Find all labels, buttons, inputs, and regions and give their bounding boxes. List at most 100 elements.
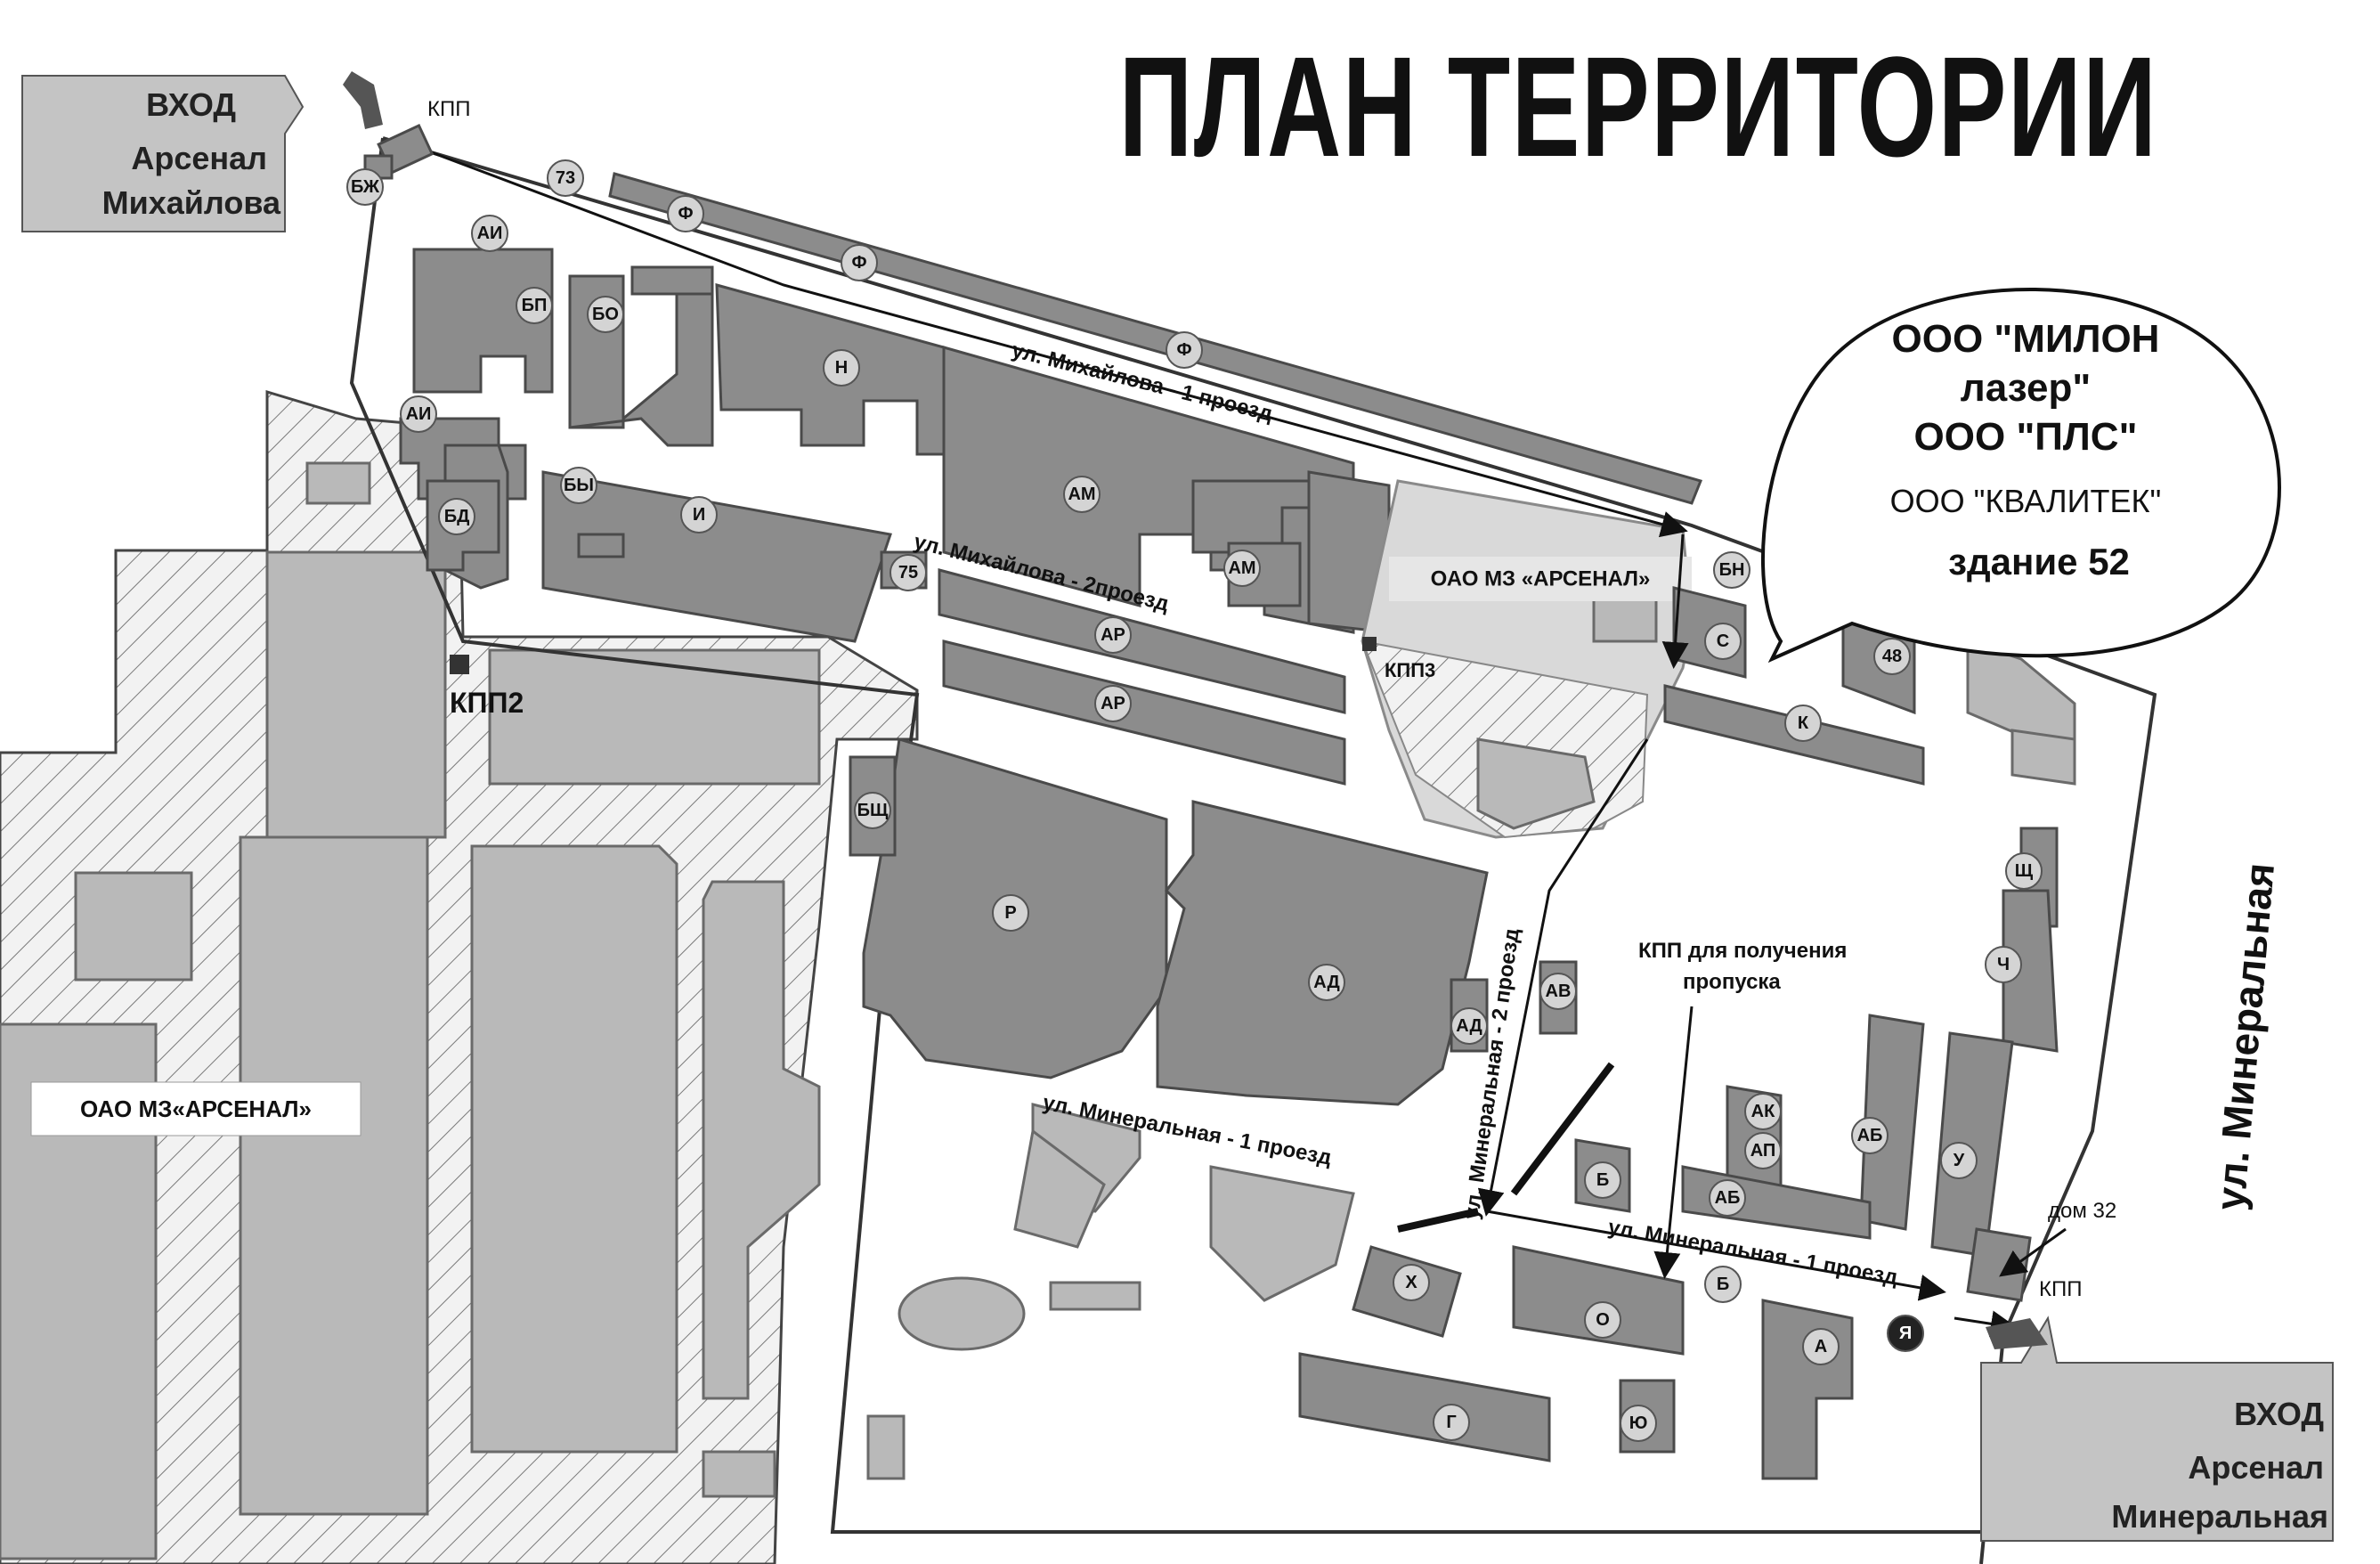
building-label-text: Ю (1629, 1413, 1648, 1433)
page-title: ПЛАН ТЕРРИТОРИИ (1119, 27, 2158, 186)
building-label-text: 73 (556, 168, 575, 188)
kpp-right-label: КПП (2039, 1277, 2082, 1301)
entrance-arrow-icon (343, 71, 383, 129)
building-label-by: БЫ (560, 467, 597, 504)
route-lines (404, 141, 2018, 1338)
building-label-text: Ч (1997, 955, 2010, 974)
building-label-text: 48 (1882, 647, 1902, 666)
building-label-text: АИ (477, 224, 503, 243)
kpp-pass-line1: КПП для получения (1638, 939, 1847, 963)
building-label-ab2: АБ (1709, 1179, 1746, 1217)
building-label-text: И (693, 505, 705, 525)
building-label-u: У (1940, 1142, 1978, 1179)
svg-text:Арсенал: Арсенал (131, 140, 267, 176)
building-label-text: БЫ (564, 476, 594, 495)
building-label-yu: Ю (1620, 1405, 1657, 1442)
building-label-text: К (1798, 713, 1809, 733)
building-label-sch: Щ (2005, 852, 2043, 890)
building-label-f1: Ф (667, 195, 704, 232)
building-label-bsch: БЩ (854, 792, 891, 829)
building-label-f2: Ф (841, 244, 878, 281)
building-label-text: АБ (1715, 1188, 1741, 1208)
building-label-text: О (1596, 1310, 1610, 1330)
building-label-text: Р (1004, 903, 1016, 923)
kpp-top-label: КПП (427, 97, 470, 121)
arsenal-left-label: ОАО МЗ«АРСЕНАЛ» (30, 1081, 361, 1136)
svg-text:КПП2: КПП2 (450, 687, 524, 719)
building-label-text: АД (1313, 973, 1339, 992)
building-label-bd: БД (438, 498, 475, 535)
building-label-text: Г (1446, 1413, 1456, 1432)
building-label-r: Р (992, 894, 1029, 932)
building-label-ak: АК (1744, 1093, 1782, 1130)
building-label-text: АБ (1857, 1126, 1883, 1145)
building-label-b48: 48 (1873, 638, 1911, 675)
building-label-k: К (1784, 705, 1822, 742)
svg-text:ОАО МЗ «АРСЕНАЛ»: ОАО МЗ «АРСЕНАЛ» (1431, 567, 1651, 591)
kpp3: КПП3 (1362, 637, 1435, 681)
building-label-ya: Я (1887, 1315, 1924, 1352)
building-label-av: АВ (1539, 973, 1577, 1010)
building-label-ad1: АД (1308, 964, 1345, 1001)
svg-text:здание 52: здание 52 (1948, 541, 2130, 582)
house-label: дом 32 (2048, 1199, 2116, 1223)
building-label-ap: АП (1744, 1132, 1782, 1169)
building-label-text: АП (1750, 1141, 1776, 1161)
building-label-ai2: АИ (400, 395, 437, 433)
building-label-text: АМ (1068, 485, 1095, 504)
building-label-g: Г (1433, 1404, 1470, 1441)
building-label-bn: БН (1713, 551, 1750, 589)
building-label-f3: Ф (1166, 331, 1203, 369)
building-label-bo: БО (587, 296, 624, 333)
building-label-x: Х (1393, 1264, 1430, 1301)
building-label-text: С (1717, 631, 1729, 651)
svg-text:лазер": лазер" (1961, 366, 2091, 410)
building-label-am2: АМ (1223, 550, 1261, 587)
building-label-b: Б (1584, 1161, 1621, 1199)
building-label-text: Щ (2015, 861, 2034, 881)
building-label-text: Х (1405, 1273, 1417, 1292)
building-label-b75: 75 (889, 554, 927, 591)
building-label-text: Ф (1176, 340, 1191, 360)
building-label-a: А (1802, 1328, 1840, 1365)
entrance-mineralnaya[interactable]: ВХОД Арсенал Минеральная (1980, 1316, 2334, 1542)
svg-text:ВХОД: ВХОД (2234, 1396, 2324, 1432)
building-label-text: А (1815, 1337, 1827, 1356)
building-label-text: Б (1596, 1170, 1609, 1190)
building-label-text: БЖ (351, 177, 380, 197)
building-label-text: Ф (678, 204, 693, 224)
building-label-ar2: АР (1094, 685, 1132, 722)
building-label-text: АР (1101, 625, 1125, 645)
street-mineral: ул. Минеральная (2206, 861, 2283, 1212)
kpp2: КПП2 (450, 655, 524, 719)
building-label-ch: Ч (1985, 946, 2022, 983)
svg-text:ООО "ПЛС": ООО "ПЛС" (1914, 415, 2138, 459)
building-label-text: АК (1751, 1102, 1775, 1121)
building-label-i: И (680, 496, 718, 534)
svg-text:ОАО МЗ«АРСЕНАЛ»: ОАО МЗ«АРСЕНАЛ» (80, 1096, 312, 1122)
svg-text:Михайлова: Михайлова (102, 184, 281, 221)
building-label-n: Н (823, 349, 860, 387)
building-label-ar1: АР (1094, 616, 1132, 654)
building-label-ad2: АД (1450, 1007, 1488, 1045)
svg-text:КПП3: КПП3 (1385, 659, 1435, 681)
building-label-b73: 73 (547, 159, 584, 197)
entrance-mikhaylova[interactable]: ВХОД Арсенал Михайлова (21, 71, 435, 232)
building-label-o: О (1584, 1301, 1621, 1339)
building-label-b2: Б (1704, 1266, 1742, 1303)
building-label-ai1: АИ (471, 215, 508, 252)
building-label-text: БО (592, 305, 619, 324)
building-label-ab1: АБ (1851, 1117, 1889, 1154)
building-label-bzh: БЖ (346, 168, 384, 206)
building-label-text: АМ (1228, 558, 1255, 578)
building-label-text: Я (1899, 1324, 1912, 1343)
building-label-am1: АМ (1063, 476, 1101, 513)
building-label-s: С (1704, 623, 1742, 660)
svg-text:ООО "МИЛОН: ООО "МИЛОН (1892, 317, 2160, 361)
company-callout: ООО "МИЛОН лазер" ООО "ПЛС" ООО "КВАЛИТЕ… (1761, 288, 2281, 664)
central-buildings (849, 737, 1578, 1480)
building-label-text: Б (1717, 1275, 1729, 1294)
svg-text:ООО "КВАЛИТЕК": ООО "КВАЛИТЕК" (1890, 483, 2162, 519)
